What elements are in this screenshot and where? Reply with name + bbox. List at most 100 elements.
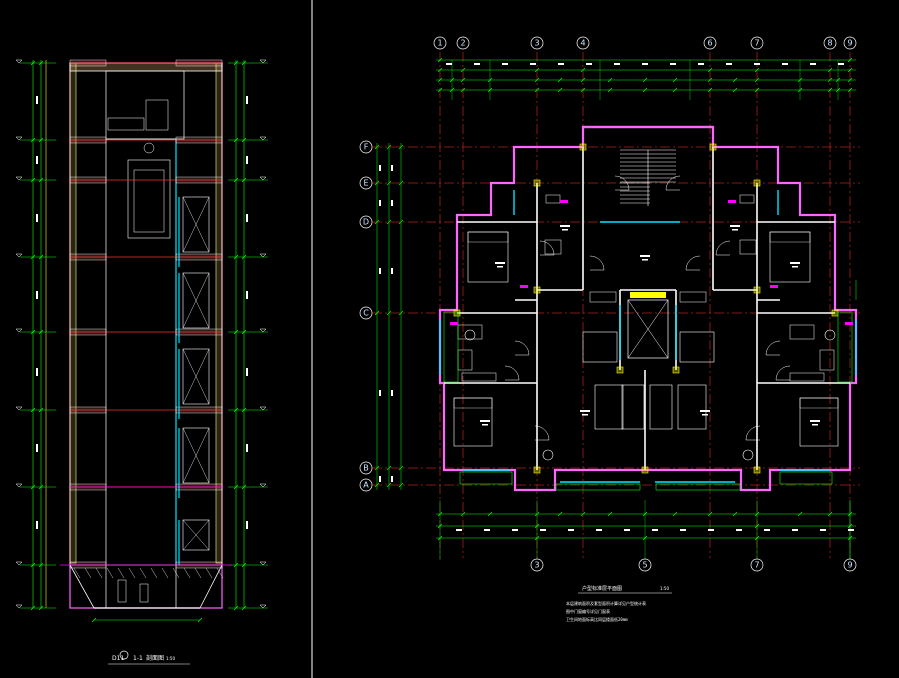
floor-slab (175, 136, 223, 144)
axis-bubble-label: C (363, 309, 369, 318)
dimension-tick (707, 87, 713, 93)
axis-bubble-label: 7 (754, 39, 759, 48)
section-dimension-tick (233, 407, 239, 413)
section-title-code: D11 (112, 655, 124, 662)
column-axis-bubble: 4 (576, 36, 590, 50)
furniture-icon (582, 331, 618, 363)
door-swing-icon (614, 175, 630, 191)
room-label-mark (580, 410, 590, 412)
axis-bubble-icon (359, 478, 373, 492)
balcony-frame (779, 471, 833, 485)
dimension-label-mark (246, 96, 248, 104)
pit-hatch (128, 567, 136, 579)
section-mark-icon (119, 650, 129, 660)
section-dimension-tick (30, 605, 36, 611)
dimension-label-mark (698, 63, 704, 65)
level-marker-icon (15, 406, 23, 411)
axis-bubble-icon (823, 36, 837, 50)
room-label-mark (480, 420, 490, 422)
room-area-mark (642, 259, 648, 261)
axis-bubble-label: 3 (534, 561, 539, 570)
room-area-mark (792, 266, 798, 268)
room-area-mark (482, 424, 488, 426)
dimension-label-mark (379, 268, 381, 274)
pipe-accent (770, 285, 778, 288)
landing-door (182, 196, 210, 253)
dimension-label-mark (652, 529, 658, 531)
fixture-icon (739, 239, 757, 255)
axis-bubble-label: A (363, 481, 369, 490)
dimension-label-mark (36, 291, 38, 299)
control-cabinet (145, 99, 169, 131)
dimension-tick (398, 144, 404, 150)
dimension-label-mark (391, 476, 393, 482)
column-axis-bubble: 6 (703, 36, 717, 50)
floor-slab (69, 406, 107, 414)
axis-bubble-icon (530, 558, 544, 572)
pit-hatch (73, 567, 81, 579)
landing-door-diagonal (182, 272, 210, 329)
structural-column (753, 179, 761, 187)
section-dimension-tick (38, 137, 44, 143)
dimension-label-mark (568, 529, 574, 531)
bottom-axis-bubble: 5 (638, 558, 652, 572)
dimension-tick (386, 180, 392, 186)
dimension-label-mark (680, 529, 686, 531)
section-title-name: 1-1 (133, 655, 143, 662)
furniture-icon (649, 384, 673, 430)
dimension-label-mark (446, 63, 452, 65)
floor-slab (69, 136, 107, 144)
axis-bubble-label: 3 (534, 39, 539, 48)
dimension-label-mark (708, 529, 714, 531)
dimension-tick (534, 523, 540, 529)
dimension-label-mark (764, 529, 770, 531)
dimension-label-mark (484, 529, 490, 531)
fixture-icon (679, 291, 707, 303)
dimension-tick (847, 87, 853, 93)
level-marker-icon (15, 136, 23, 141)
door-swing-icon (775, 365, 791, 381)
floor-slab (69, 176, 107, 184)
dimension-tick (607, 87, 613, 93)
pillow (769, 231, 811, 243)
level-marker-icon (15, 176, 23, 181)
dimension-tick (754, 535, 760, 541)
furniture-icon (677, 384, 707, 430)
floor-slab (175, 253, 223, 261)
pit-hatch (150, 567, 158, 579)
structural-column (616, 366, 624, 374)
structural-column (533, 286, 541, 294)
door-swing-icon (745, 425, 761, 441)
level-marker-icon (259, 328, 267, 333)
pit-hatch (106, 567, 114, 579)
balcony-frame (443, 311, 459, 383)
dimension-tick (437, 77, 443, 83)
fixture-icon (544, 239, 562, 255)
structural-column (753, 466, 761, 474)
pit-hatch (183, 567, 191, 579)
dimension-tick (386, 482, 392, 488)
dimension-label-mark (246, 368, 248, 376)
section-dimension-tick (233, 254, 239, 260)
dimension-tick (557, 87, 563, 93)
room-label-mark (560, 225, 570, 227)
floor-slab (69, 328, 107, 336)
dimension-label-mark (379, 165, 381, 171)
fixture-icon (545, 194, 561, 204)
section-dimension-tick (30, 177, 36, 183)
axis-bubble-icon (843, 558, 857, 572)
section-dimension-tick (241, 484, 247, 490)
row-axis-bubble: D (359, 215, 373, 229)
dimension-tick (91, 617, 97, 623)
section-dimension-tick (233, 177, 239, 183)
elevator-shaft-section (60, 59, 232, 609)
pipe-accent (728, 200, 736, 203)
dimension-tick (398, 180, 404, 186)
dimension-tick (754, 511, 760, 517)
level-marker-icon (259, 176, 267, 181)
pipe-accent (520, 285, 528, 288)
room-area-mark (562, 229, 568, 231)
dimension-tick (732, 77, 738, 83)
column-axis-bubble: 8 (823, 36, 837, 50)
floor-slab (69, 253, 107, 261)
